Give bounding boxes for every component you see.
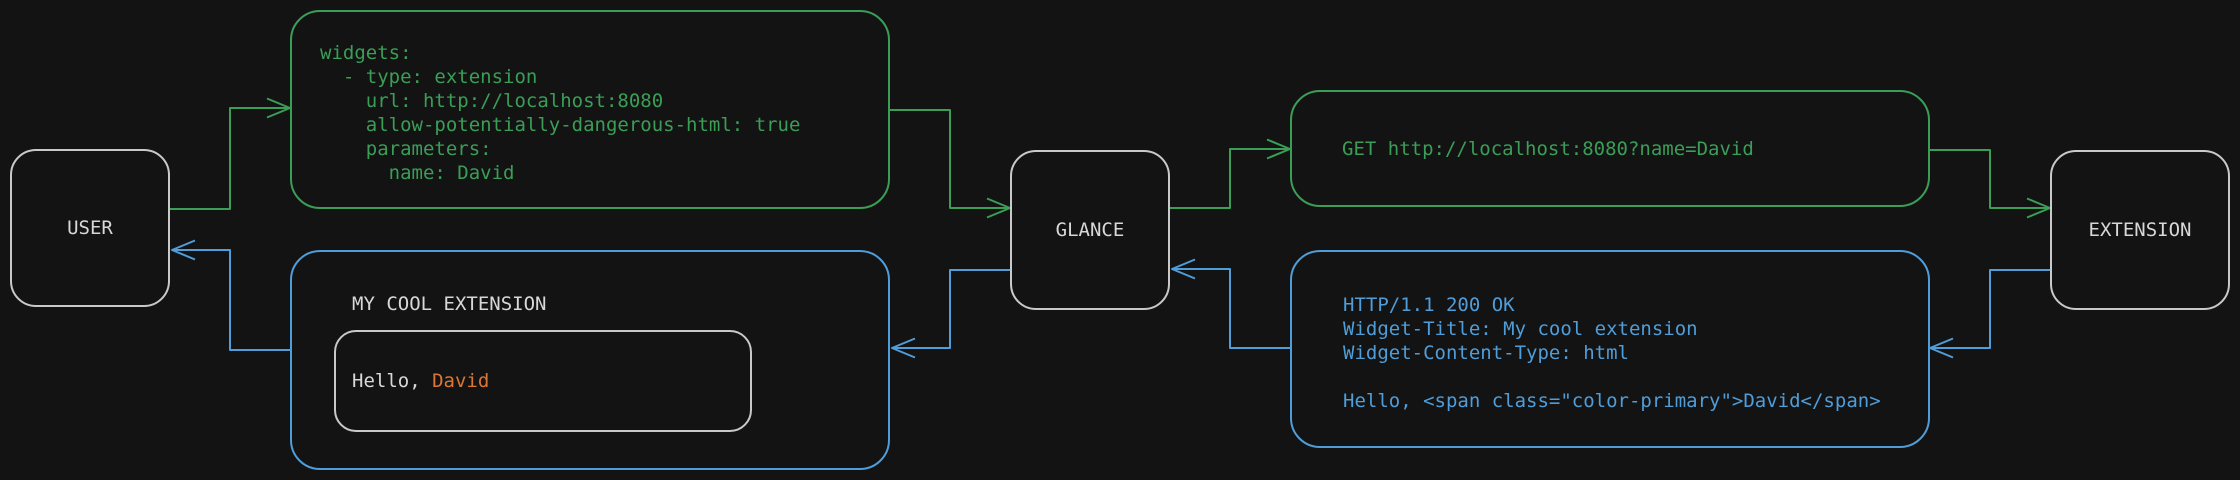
widget-preview-box: MY COOL EXTENSION Hello, David <box>290 250 890 470</box>
edge-user-to-config <box>170 97 291 210</box>
http-response-box: HTTP/1.1 200 OK Widget-Title: My cool ex… <box>1290 250 1930 448</box>
edge-response-to-glance <box>1171 258 1290 349</box>
node-user: USER <box>10 149 170 307</box>
edge-extension-to-response <box>1929 269 2050 359</box>
edge-glance-to-widget <box>891 269 1010 359</box>
edge-config-to-glance <box>890 109 1011 219</box>
http-request-box: GET http://localhost:8080?name=David <box>1290 90 1930 207</box>
edge-glance-to-request <box>1170 138 1291 209</box>
node-extension-label: EXTENSION <box>2088 219 2192 241</box>
node-extension: EXTENSION <box>2050 150 2230 310</box>
node-user-label: USER <box>67 217 113 239</box>
config-yaml-code: widgets: - type: extension url: http://l… <box>320 42 801 184</box>
greeting-prefix: Hello, <box>352 370 433 392</box>
http-request-code: GET http://localhost:8080?name=David <box>1342 137 1754 160</box>
config-yaml-box: widgets: - type: extension url: http://l… <box>290 10 890 209</box>
http-response-code: HTTP/1.1 200 OK Widget-Title: My cool ex… <box>1343 294 1881 412</box>
widget-greeting-box: Hello, David <box>334 330 752 432</box>
widget-preview-title: MY COOL EXTENSION <box>352 293 547 315</box>
greeting-name: David <box>432 370 490 392</box>
node-glance-label: GLANCE <box>1055 219 1125 241</box>
edge-request-to-extension <box>1930 149 2051 219</box>
node-glance: GLANCE <box>1010 150 1170 310</box>
edge-widget-to-user <box>171 239 290 351</box>
